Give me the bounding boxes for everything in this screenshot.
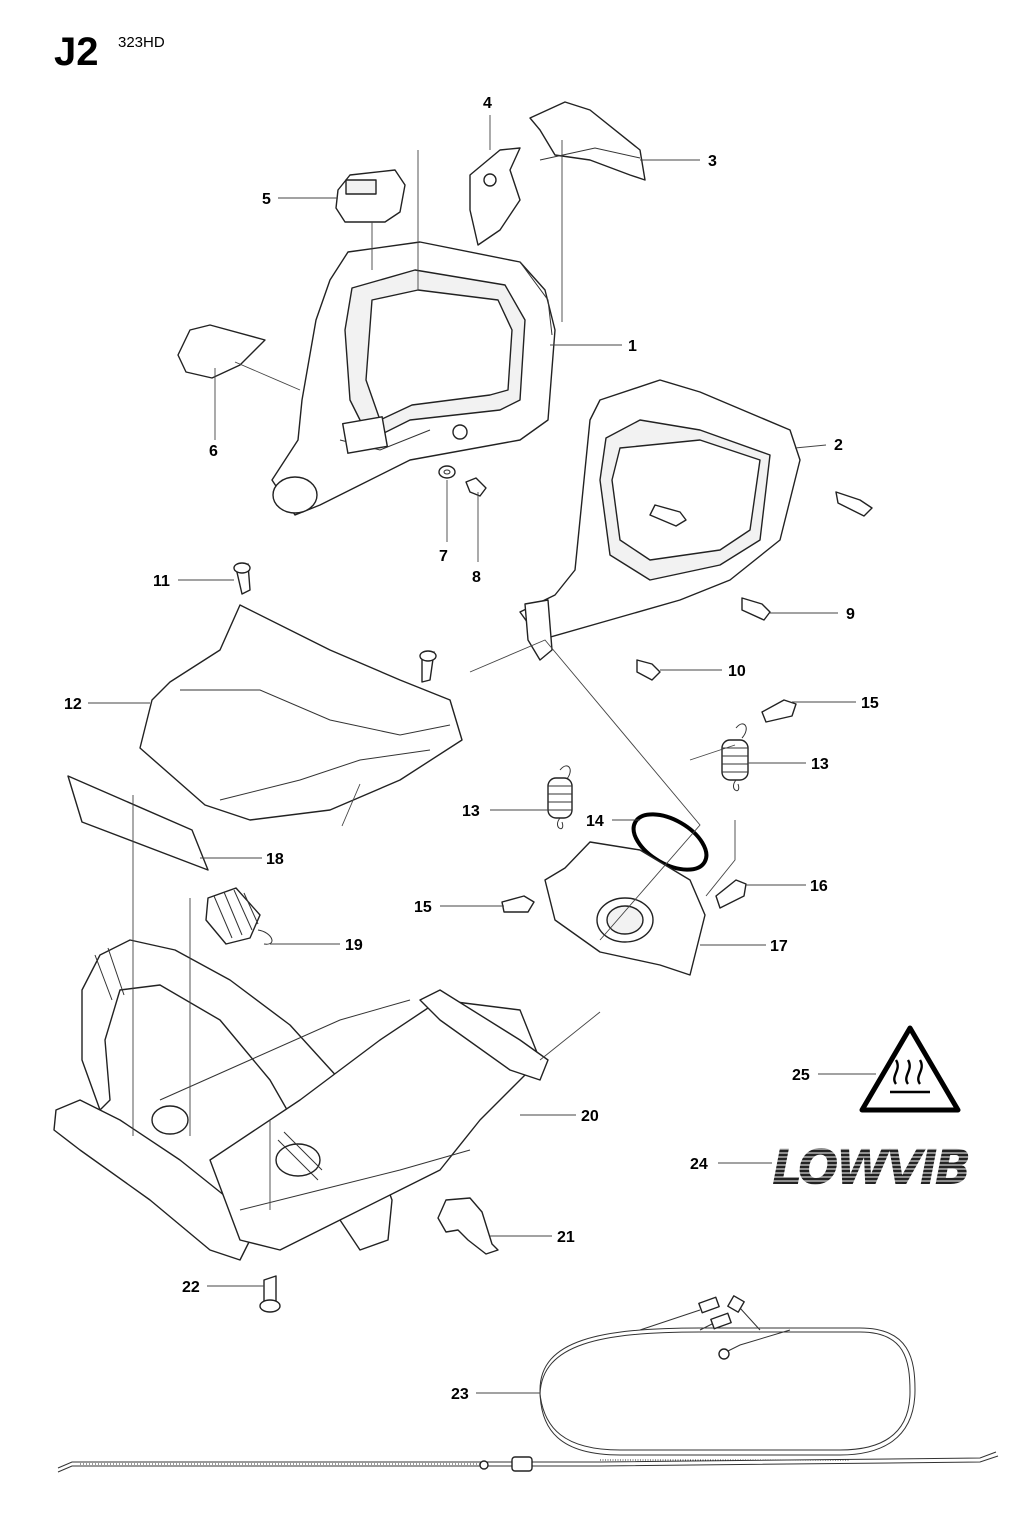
callout-15-left: 15 — [414, 899, 432, 916]
part-16-screw — [715, 879, 747, 909]
part-2-handle-cover — [519, 379, 801, 661]
part-18-decal — [67, 775, 209, 871]
part-21-clip — [437, 1197, 499, 1255]
callout-5: 5 — [262, 191, 271, 208]
callout-11: 11 — [153, 573, 170, 590]
callout-23: 23 — [451, 1386, 469, 1403]
part-11-screw — [233, 562, 251, 595]
part-23-cable-assembly — [57, 1295, 999, 1473]
callout-13-right: 13 — [811, 756, 829, 773]
part-22-screw — [259, 1275, 281, 1313]
callout-7: 7 — [439, 548, 448, 565]
part-4-throttle-lockout — [469, 147, 521, 246]
page-code: J2 — [54, 30, 99, 74]
callout-22: 22 — [182, 1279, 200, 1296]
part-20-front-handle — [53, 939, 549, 1261]
callout-14: 14 — [586, 813, 604, 830]
callout-16: 16 — [810, 878, 828, 895]
part-13-spring-left — [547, 765, 573, 830]
callout-17: 17 — [770, 938, 788, 955]
part-3-throttle-trigger — [529, 101, 646, 181]
part-24-lowvib-decal: LOWVIB — [770, 1140, 972, 1196]
callout-9: 9 — [846, 606, 855, 623]
part-17-damper-mount — [544, 841, 706, 976]
part-15-screw-left — [501, 895, 535, 913]
part-19-spring — [205, 887, 273, 945]
callout-1: 1 — [628, 338, 637, 355]
callout-10: 10 — [728, 663, 746, 680]
callout-20: 20 — [581, 1108, 599, 1125]
part-9-screw — [741, 597, 771, 621]
callout-15-right: 15 — [861, 695, 879, 712]
callout-25: 25 — [792, 1067, 810, 1084]
part-12-screw — [419, 650, 437, 683]
callout-24: 24 — [690, 1156, 708, 1173]
part-6-clip — [177, 324, 266, 379]
part-7-washer — [438, 465, 456, 479]
callout-8: 8 — [472, 569, 481, 586]
part-1-handle-housing — [271, 241, 556, 516]
callout-12: 12 — [64, 696, 82, 713]
part-13-spring-right — [721, 723, 749, 792]
part-25-hot-surface-warning-icon — [859, 1025, 961, 1113]
part-8-screw — [465, 477, 487, 497]
callout-21: 21 — [557, 1229, 575, 1246]
part-5-stop-switch — [335, 169, 406, 223]
callout-18: 18 — [266, 851, 284, 868]
model-number: 323HD — [118, 34, 165, 51]
callout-3: 3 — [708, 153, 717, 170]
part-10-screw — [636, 659, 661, 681]
part-15-screw-top — [761, 699, 797, 723]
part-12-guard-plate — [139, 604, 463, 821]
callout-4: 4 — [483, 95, 492, 112]
callout-19: 19 — [345, 937, 363, 954]
callout-labels: 1 2 3 4 5 6 7 8 9 10 11 12 13 13 14 15 1… — [64, 95, 879, 1403]
callout-2: 2 — [834, 437, 843, 454]
part-2-screw — [649, 491, 873, 527]
leader-lines — [88, 115, 876, 1394]
callout-13-left: 13 — [462, 803, 480, 820]
callout-6: 6 — [209, 443, 218, 460]
